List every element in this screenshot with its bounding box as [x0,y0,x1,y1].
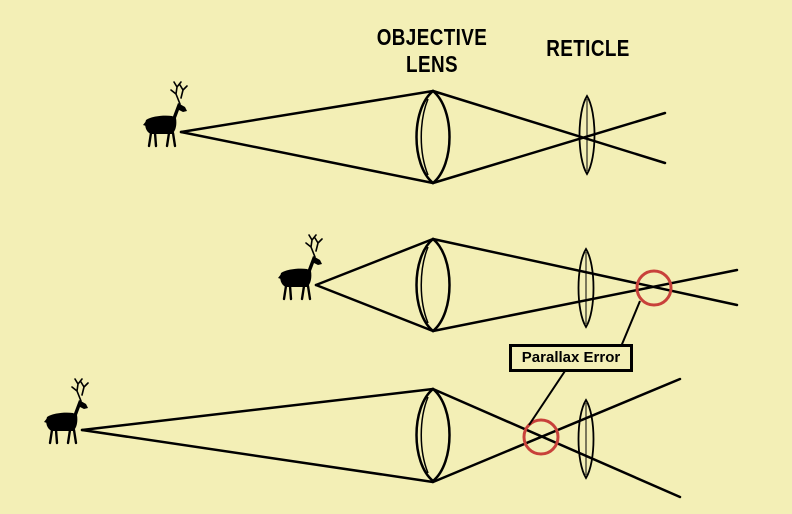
rays-row1 [179,89,667,185]
deer-icon [42,377,90,445]
callout-lines [528,300,641,426]
objective-lens-icon [415,89,451,185]
objective-lens-heading: OBJECTIVE LENS [366,24,497,78]
rays-row2 [314,237,739,333]
reticle-heading: RETICLE [546,35,630,61]
error-circle-far [522,418,560,456]
objective-lens-heading-line2: LENS [406,51,458,77]
rays-row3 [80,377,682,499]
row-near-target [276,233,739,333]
objective-lens-heading-line1: OBJECTIVE [376,24,488,50]
row-far-target [42,377,682,499]
deer-icon [141,80,189,148]
objective-lens-icon [415,237,451,333]
reticle-icon [577,248,595,328]
objective-lens-icon [415,387,451,483]
reticle-icon [577,399,595,479]
deer-icon [276,233,324,301]
parallax-error-label: Parallax Error [509,344,633,372]
row-focused [141,80,667,185]
error-circle-near [635,269,673,307]
